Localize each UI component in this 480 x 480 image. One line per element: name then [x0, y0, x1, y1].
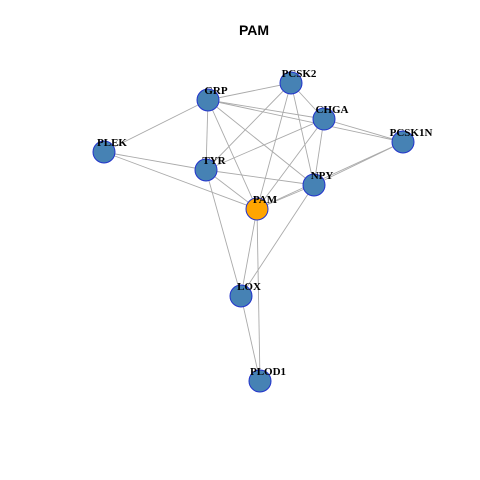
edge-plek-pam [103, 151, 258, 210]
node-label-tyr: TYR [202, 155, 226, 167]
node-plod1 [248, 369, 272, 393]
edge-grp-chga [207, 99, 325, 120]
nodes-layer [92, 71, 415, 393]
edge-chga-pam [256, 118, 325, 210]
node-label-pam: PAM [253, 194, 278, 206]
edge-grp-pcsk1n [207, 99, 404, 143]
edge-grp-plek [103, 99, 209, 153]
edge-pcsk2-pam [256, 82, 292, 210]
node-pcsk1n [391, 130, 415, 154]
edge-grp-npy [207, 99, 315, 186]
edge-pcsk1n-pam [256, 141, 404, 210]
node-label-npy: NPY [311, 170, 334, 182]
node-label-grp: GRP [204, 85, 228, 97]
graph-title: PAM [239, 22, 269, 38]
node-label-pcsk1n: PCSK1N [390, 127, 433, 139]
node-pcsk2 [279, 71, 303, 95]
edge-pam-lox [240, 208, 258, 297]
node-tyr [194, 158, 218, 182]
edge-chga-pcsk1n [323, 118, 404, 143]
edges-layer [103, 82, 404, 382]
edge-grp-pam [207, 99, 258, 210]
edge-lox-plod1 [240, 295, 261, 382]
edge-pcsk2-npy [290, 82, 315, 186]
edge-chga-tyr [205, 118, 325, 171]
node-label-plod1: PLOD1 [250, 366, 286, 378]
edge-plek-tyr [103, 151, 207, 171]
node-plek [92, 140, 116, 164]
node-lox [229, 284, 253, 308]
edge-pcsk2-tyr [205, 82, 292, 171]
edge-tyr-lox [205, 169, 242, 297]
edge-npy-lox [240, 184, 315, 297]
node-chga [312, 107, 336, 131]
node-label-plek: PLEK [97, 137, 127, 149]
node-label-lox: LOX [237, 281, 261, 293]
edge-pam-plod1 [256, 208, 261, 382]
node-npy [302, 173, 326, 197]
edge-grp-tyr [205, 99, 209, 171]
node-grp [196, 88, 220, 112]
node-pam [245, 197, 269, 221]
edge-tyr-npy [205, 169, 315, 186]
edge-grp-pcsk2 [207, 82, 292, 101]
node-label-pcsk2: PCSK2 [282, 68, 317, 80]
node-label-chga: CHGA [316, 104, 349, 116]
